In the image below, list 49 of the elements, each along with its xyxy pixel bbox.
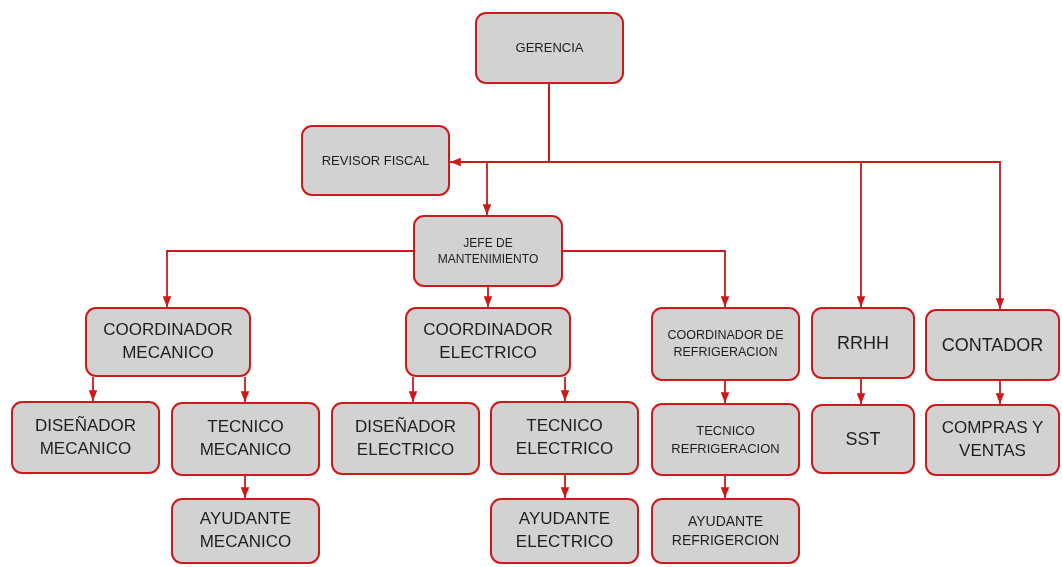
org-box [811,307,915,379]
org-box [490,401,639,475]
org-box [11,401,160,474]
org-box [171,498,320,564]
org-box [651,403,800,476]
connector-arrow [995,380,1005,405]
role-label: TECNICO REFRIGERACION [670,421,781,458]
org-box [331,402,480,475]
connector-arrow [856,378,866,405]
role-label: SST [845,427,881,451]
org-box [413,215,563,287]
org-box [171,402,320,476]
role-label: REVISOR FISCAL [321,151,430,170]
role-label: TECNICO MECANICO [198,416,293,461]
role-label: GERENCIA [515,39,584,57]
connector-arrow [562,250,730,308]
org-box [811,404,915,474]
org-box [301,125,450,196]
connector-arrow [560,376,570,402]
connector-arrow [240,376,250,403]
connector-arrow [560,474,570,499]
org-box [85,307,251,377]
connector-arrow [408,376,418,403]
connector-arrow [240,475,250,499]
role-label: DISEÑADOR ELECTRICO [353,415,458,461]
role-label: DISEÑADOR MECANICO [33,414,138,460]
role-label: JEFE DE MANTENIMIENTO [436,234,540,268]
role-label: COORDINADOR DE REFRIGERACION [666,327,785,361]
connector-arrow [720,380,730,404]
org-box [475,12,624,84]
connector-arrow [88,376,98,402]
connector-arrow [162,250,414,308]
role-label: AYUDANTE REFRIGERCION [670,512,781,550]
role-label: AYUDANTE ELECTRICO [514,508,615,553]
org-box [651,307,800,381]
org-box [651,498,800,564]
role-label: COMPRAS Y VENTAS [940,417,1045,462]
connector-arrow [720,475,730,499]
role-label: AYUDANTE MECANICO [198,508,293,553]
org-box [405,307,571,377]
connector-arrow [483,286,493,308]
role-label: COORDINADOR ELECTRICO [422,319,554,364]
role-label: CONTADOR [941,333,1044,357]
role-label: COORDINADOR MECANICO [102,319,234,364]
role-label: TECNICO ELECTRICO [514,415,615,460]
org-box [490,498,639,564]
role-label: RRHH [837,331,889,355]
org-box [925,404,1060,476]
org-box [925,309,1060,381]
